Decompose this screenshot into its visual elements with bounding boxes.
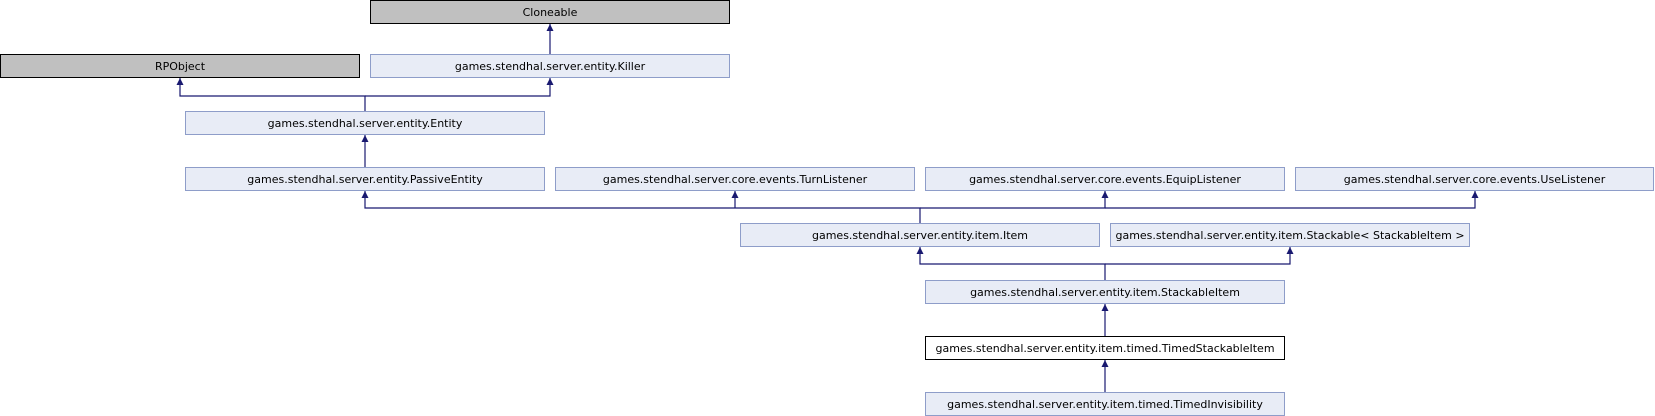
edge-entity-rpobject [179, 78, 366, 111]
node-turn-listener[interactable]: games.stendhal.server.core.events.TurnLi… [555, 167, 915, 191]
node-item[interactable]: games.stendhal.server.entity.item.Item [740, 223, 1100, 247]
node-rpobject: RPObject [0, 54, 360, 78]
node-cloneable: Cloneable [370, 0, 730, 24]
edge-stackable-item-stackable [1105, 247, 1291, 265]
edge-item-use-listener-arrowhead [1471, 191, 1479, 198]
edge-item-turn-listener-arrowhead [731, 191, 739, 198]
edge-item-passive-entity [364, 191, 921, 223]
edge-item-equip-listener [920, 191, 1106, 209]
edge-timed-stackable-item-stackable-item-arrowhead [1101, 304, 1109, 311]
edge-item-use-listener [1105, 191, 1476, 209]
edge-entity-killer-arrowhead [546, 78, 554, 85]
node-passive-entity[interactable]: games.stendhal.server.entity.PassiveEnti… [185, 167, 545, 191]
node-entity[interactable]: games.stendhal.server.entity.Entity [185, 111, 545, 135]
node-equip-listener[interactable]: games.stendhal.server.core.events.EquipL… [925, 167, 1285, 191]
edge-killer-cloneable-arrowhead [546, 24, 554, 31]
node-use-listener[interactable]: games.stendhal.server.core.events.UseLis… [1295, 167, 1654, 191]
edge-item-passive-entity-arrowhead [361, 191, 369, 198]
node-timed-invisibility[interactable]: games.stendhal.server.entity.item.timed.… [925, 392, 1285, 416]
edge-item-equip-listener-arrowhead [1101, 191, 1109, 198]
edge-stackable-item-item-arrowhead [916, 247, 924, 254]
edge-entity-killer [365, 78, 551, 97]
edge-stackable-item-item [919, 247, 1106, 280]
edge-timed-invisibility-timed-stackable-item-arrowhead [1101, 360, 1109, 367]
edge-passive-entity-entity-arrowhead [361, 135, 369, 142]
edge-entity-rpobject-arrowhead [176, 78, 184, 85]
node-stackable-item[interactable]: games.stendhal.server.entity.item.Stacka… [925, 280, 1285, 304]
node-killer[interactable]: games.stendhal.server.entity.Killer [370, 54, 730, 78]
node-timed-stackable-item: games.stendhal.server.entity.item.timed.… [925, 336, 1285, 360]
node-stackable[interactable]: games.stendhal.server.entity.item.Stacka… [1110, 223, 1470, 247]
edge-stackable-item-stackable-arrowhead [1286, 247, 1294, 254]
